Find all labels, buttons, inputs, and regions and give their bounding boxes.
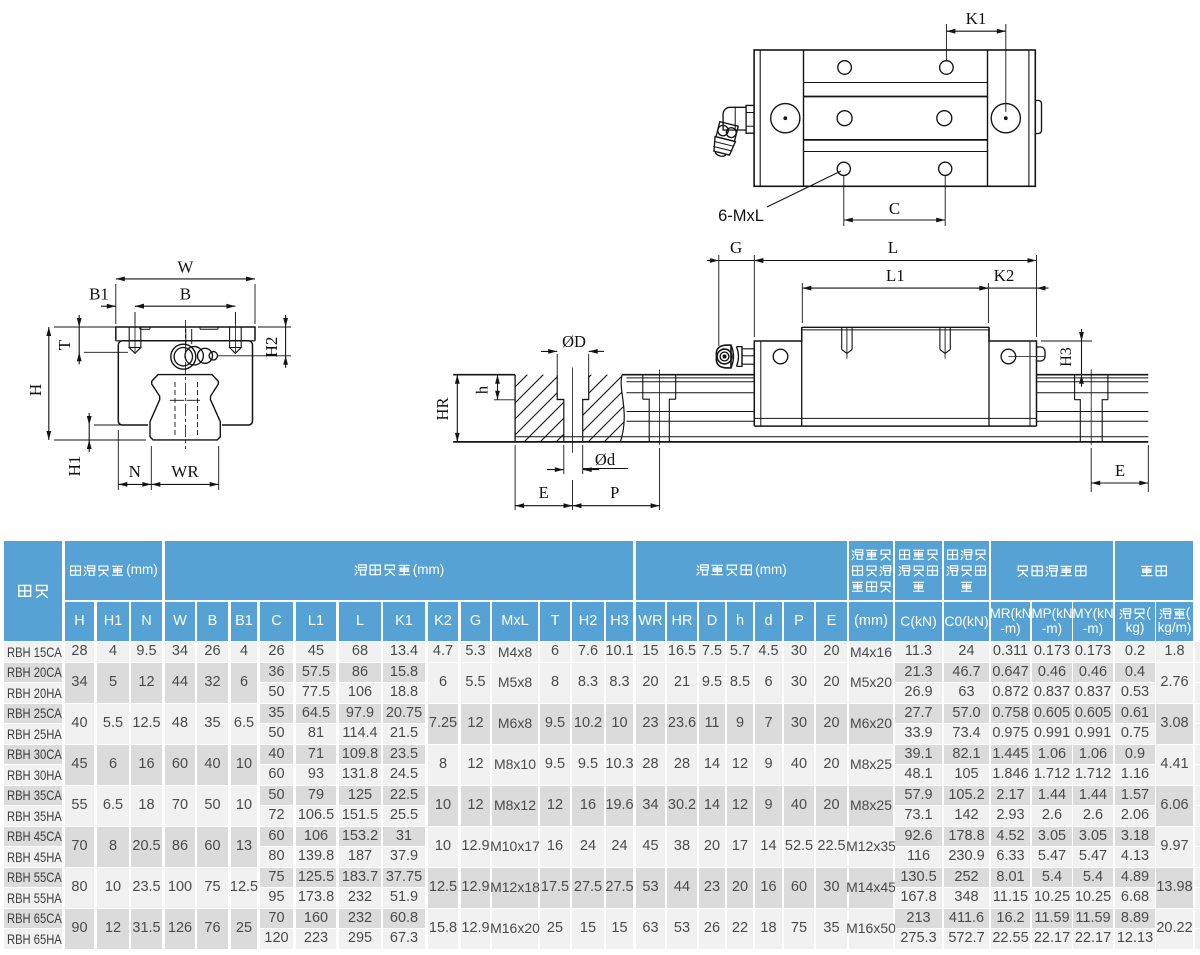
svg-text:Ød: Ød [595,450,616,469]
svg-text:L: L [888,238,898,257]
svg-text:E: E [1115,461,1125,480]
svg-text:ØD: ØD [562,332,586,351]
svg-text:N: N [129,462,141,481]
svg-text:P: P [610,483,619,502]
svg-text:L1: L1 [886,266,905,285]
svg-text:G: G [730,238,742,257]
svg-text:H3: H3 [1058,347,1075,367]
svg-text:H2: H2 [262,337,281,358]
svg-text:B: B [180,285,191,304]
svg-text:C: C [889,199,900,218]
svg-text:K1: K1 [966,9,987,28]
svg-text:W: W [177,258,194,277]
svg-text:6-MxL: 6-MxL [718,207,764,225]
svg-text:HR: HR [433,398,452,421]
svg-text:K2: K2 [994,266,1015,285]
svg-text:B1: B1 [89,285,109,304]
svg-text:E: E [539,483,549,502]
svg-text:H1: H1 [65,456,84,477]
svg-text:WR: WR [171,462,199,481]
svg-text:H: H [26,384,45,396]
svg-text:h: h [473,385,492,394]
svg-text:T: T [55,339,74,350]
